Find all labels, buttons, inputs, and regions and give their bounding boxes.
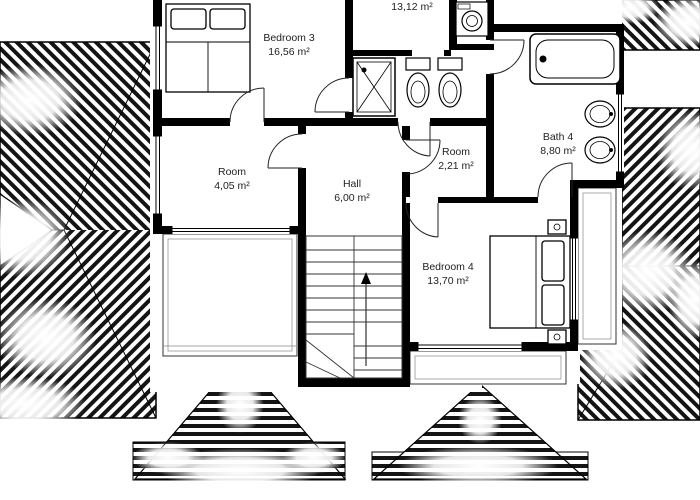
double-bed-icon bbox=[489, 219, 571, 345]
toilet-icon bbox=[405, 57, 431, 108]
washing-machine-icon bbox=[455, 1, 489, 37]
sink-icon bbox=[584, 136, 616, 164]
staircase-icon bbox=[305, 235, 403, 379]
sink-icon bbox=[584, 100, 616, 128]
double-bed-icon bbox=[165, 3, 251, 93]
windows bbox=[153, 25, 624, 351]
bathtub-icon bbox=[529, 33, 621, 85]
left-roof bbox=[0, 41, 157, 432]
toilet-icon bbox=[437, 57, 463, 108]
shower-icon bbox=[352, 57, 396, 117]
right-roof bbox=[577, 107, 700, 421]
stairs-direction-arrow bbox=[361, 272, 371, 284]
bottom-right-roof bbox=[371, 383, 589, 486]
door-swing-icon bbox=[229, 39, 573, 238]
lower-level-outlines bbox=[162, 187, 617, 385]
bottom-left-roof bbox=[132, 355, 347, 492]
